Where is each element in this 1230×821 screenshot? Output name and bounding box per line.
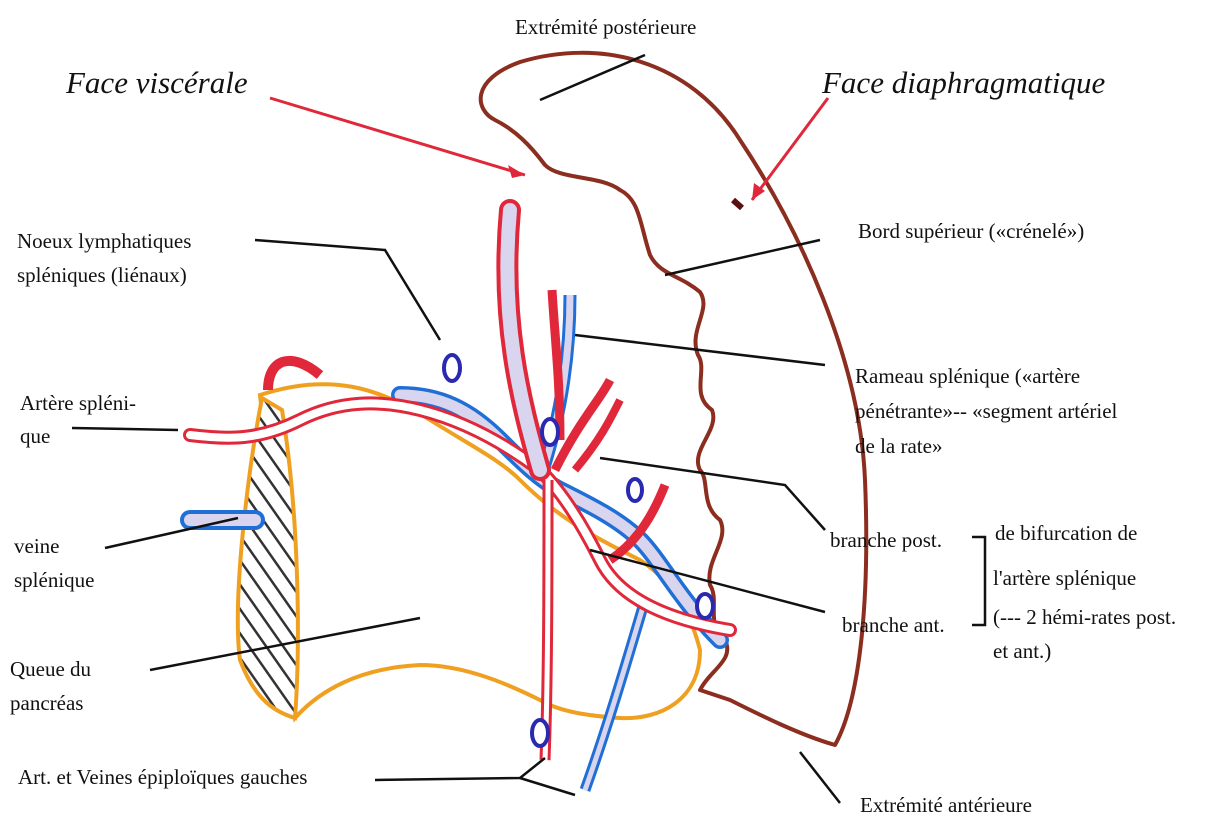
- label-bifurcation-1: de bifurcation de: [995, 520, 1137, 546]
- label-art-veines: Art. et Veines épiploïques gauches: [18, 764, 307, 790]
- label-rameau-2: pénétrante»-- «segment artériel: [855, 398, 1117, 424]
- lymph-node: [444, 355, 460, 381]
- label-bord-superieur: Bord supérieur («crénelé»): [858, 218, 1084, 244]
- spleen-notch: [733, 200, 742, 208]
- label-branche-post: branche post.: [830, 527, 942, 553]
- label-extremite-anterieure: Extrémité antérieure: [860, 792, 1032, 818]
- lymph-node: [532, 720, 548, 746]
- face-diaphragmatique-title: Face diaphragmatique: [822, 65, 1105, 101]
- label-bifurcation-4: et ant.): [993, 638, 1051, 664]
- arrow-face-diaphragmatique: [752, 98, 828, 200]
- pancreas-section: [238, 398, 298, 718]
- label-queue-1: Queue du: [10, 656, 91, 682]
- face-viscerale-title: Face viscérale: [66, 65, 248, 101]
- label-branche-ant: branche ant.: [842, 612, 945, 638]
- label-veine-2: splénique: [14, 567, 94, 593]
- label-rameau-1: Rameau splénique («artère: [855, 363, 1080, 389]
- label-rameau-3: de la rate»: [855, 433, 942, 459]
- arrow-face-viscerale: [270, 98, 525, 175]
- label-extremite-posterieure: Extrémité postérieure: [515, 14, 696, 40]
- lymph-node: [697, 594, 713, 618]
- label-noeux-1: Noeux lymphatiques: [17, 228, 191, 254]
- lymph-node: [628, 479, 642, 501]
- label-bifurcation-3: (--- 2 hémi-rates post.: [993, 604, 1176, 630]
- label-veine-1: veine: [14, 533, 59, 559]
- lymph-node: [542, 419, 558, 445]
- label-bifurcation-2: l'artère splénique: [993, 565, 1136, 591]
- label-noeux-2: spléniques (liénaux): [17, 262, 187, 288]
- label-artere-2: que: [20, 423, 50, 449]
- label-queue-2: pancréas: [10, 690, 83, 716]
- label-artere-1: Artère splénі-: [20, 390, 136, 416]
